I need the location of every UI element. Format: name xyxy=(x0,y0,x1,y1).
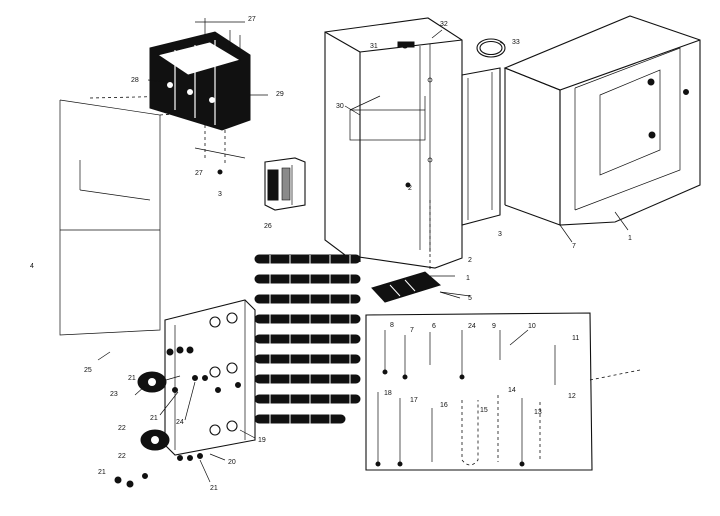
callout-22-lower: 22 xyxy=(118,453,126,460)
callout-21-mid: 21 xyxy=(150,415,158,422)
callout-2b: 2 xyxy=(468,257,472,264)
callout-3: 3 xyxy=(498,231,502,238)
callout-2: 2 xyxy=(408,185,412,192)
callout-8: 8 xyxy=(390,322,394,329)
callout-15: 15 xyxy=(480,407,488,414)
relay-block xyxy=(149,18,251,165)
callout-21-lower-right: 21 xyxy=(210,485,218,492)
cabinet-jacket xyxy=(503,15,701,243)
callout-14: 14 xyxy=(508,387,516,394)
callout-7: 7 xyxy=(572,243,576,250)
fasteners xyxy=(114,169,411,488)
callout-21-lower-left: 21 xyxy=(98,469,106,476)
callout-12: 12 xyxy=(568,393,576,400)
callout-9: 9 xyxy=(492,323,496,330)
callout-30: 30 xyxy=(336,103,344,110)
callout-29: 29 xyxy=(276,91,284,98)
ring-gasket xyxy=(476,38,506,58)
callout-28: 28 xyxy=(131,77,139,84)
callout-20: 20 xyxy=(228,459,236,466)
callout-26: 26 xyxy=(264,223,272,230)
callout-24-inset: 24 xyxy=(468,323,476,330)
callout-1b: 1 xyxy=(466,275,470,282)
front-panel xyxy=(324,17,463,270)
leader-lines xyxy=(97,29,506,483)
callout-1: 1 xyxy=(628,235,632,242)
callout-19: 19 xyxy=(258,437,266,444)
callout-13: 13 xyxy=(534,409,542,416)
bracket xyxy=(371,271,471,303)
callout-27-lower: 27 xyxy=(195,170,203,177)
callout-7b: 7 xyxy=(410,327,414,334)
callout-18: 18 xyxy=(384,390,392,397)
heating-coils xyxy=(254,254,361,430)
wire-kit-inset xyxy=(365,312,641,471)
callout-16: 16 xyxy=(440,402,448,409)
callout-11: 11 xyxy=(572,335,579,342)
callout-3b: 3 xyxy=(218,191,222,198)
callout-31: 31 xyxy=(370,43,378,50)
callout-4: 4 xyxy=(30,263,34,270)
callout-24: 24 xyxy=(176,419,184,426)
terminal-block xyxy=(264,157,306,211)
callout-33: 33 xyxy=(512,39,520,46)
callout-23: 23 xyxy=(110,391,118,398)
limit-switch-lower xyxy=(140,429,170,451)
callout-27-top: 27 xyxy=(248,16,256,23)
side-panel xyxy=(461,67,501,226)
callout-32: 32 xyxy=(440,21,448,28)
callout-10: 10 xyxy=(528,323,536,330)
callout-17: 17 xyxy=(410,397,418,404)
callout-labels: 27 28 29 27 26 31 32 33 30 2 3 7 1 1 5 2… xyxy=(30,16,632,492)
callout-25: 25 xyxy=(84,367,92,374)
limit-switch-upper xyxy=(137,371,181,393)
casing-panel xyxy=(59,94,231,336)
callout-21-upper: 21 xyxy=(128,375,136,382)
callout-22: 22 xyxy=(118,425,126,432)
callout-5: 5 xyxy=(468,295,472,302)
callout-6: 6 xyxy=(432,323,436,330)
heater-element-assembly xyxy=(164,254,361,456)
